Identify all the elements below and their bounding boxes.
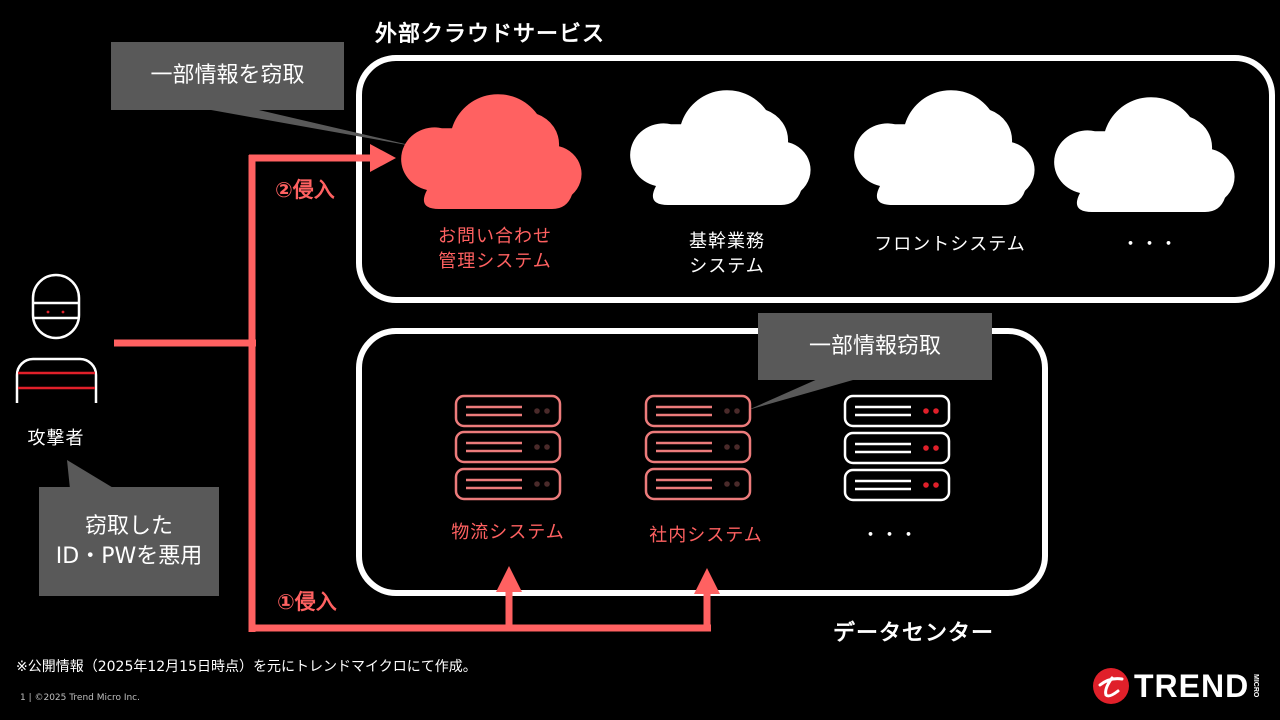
cloud-label-inquiry-line1: お問い合わせ xyxy=(438,226,552,247)
server-label-more: ・・・ xyxy=(861,525,919,546)
copyright-text: 1 | ©2025 Trend Micro Inc. xyxy=(20,693,140,703)
trend-micro-logo-sub: MICRO xyxy=(1252,674,1260,698)
attacker-label: 攻撃者 xyxy=(27,428,85,449)
cloud-section-title: 外部クラウドサービス xyxy=(375,22,606,47)
datacenter-callout-text: 一部情報窃取 xyxy=(808,333,941,359)
cloud-label-core-business: 基幹業務 システム xyxy=(642,229,812,279)
cloud-label-more: ・・・ xyxy=(1090,232,1210,257)
cloud-label-inquiry-line2: 管理システム xyxy=(438,251,552,273)
cloud-label-core-line1: 基幹業務 xyxy=(689,231,765,252)
arrow-head-logistics xyxy=(496,566,522,592)
cloud-label-core-line2: システム xyxy=(689,256,765,278)
cloud-label-inquiry-system: お問い合わせ 管理システム xyxy=(410,224,580,274)
source-footnote: ※公開情報（2025年12月15日時点）を元にトレンドマイクロにて作成。 xyxy=(16,659,477,675)
cloud-label-front-line1: フロントシステム xyxy=(874,234,1026,255)
attacker-callout-line2: ID・PWを悪用 xyxy=(55,543,203,569)
cloud-callout: 一部情報を窃取 xyxy=(111,42,344,110)
cloud-callout-text: 一部情報を窃取 xyxy=(150,63,305,89)
attacker-callout: 窃取した ID・PWを悪用 xyxy=(39,487,219,596)
step-1-intrusion-label: ①侵入 xyxy=(277,590,337,614)
cloud-label-front-system: フロントシステム xyxy=(860,232,1040,257)
arrow-head-cloud xyxy=(370,144,396,172)
cloud-services-container xyxy=(356,55,1275,303)
cloud-label-more-line1: ・・・ xyxy=(1121,234,1179,255)
server-label-logistics: 物流システム xyxy=(451,522,565,543)
attacker-icon xyxy=(15,273,98,403)
server-label-internal: 社内システム xyxy=(649,525,763,546)
trend-micro-logo-text: TREND xyxy=(1134,667,1250,704)
step-2-intrusion-label: ②侵入 xyxy=(275,178,335,202)
trend-micro-logo: TREND MICRO xyxy=(1092,666,1259,706)
arrow-head-internal xyxy=(694,568,720,594)
attacker-callout-line1: 窃取した xyxy=(84,513,173,539)
datacenter-section-title: データセンター xyxy=(833,621,995,646)
datacenter-callout: 一部情報窃取 xyxy=(758,313,992,380)
trend-micro-logo-mark-icon xyxy=(1093,668,1129,704)
